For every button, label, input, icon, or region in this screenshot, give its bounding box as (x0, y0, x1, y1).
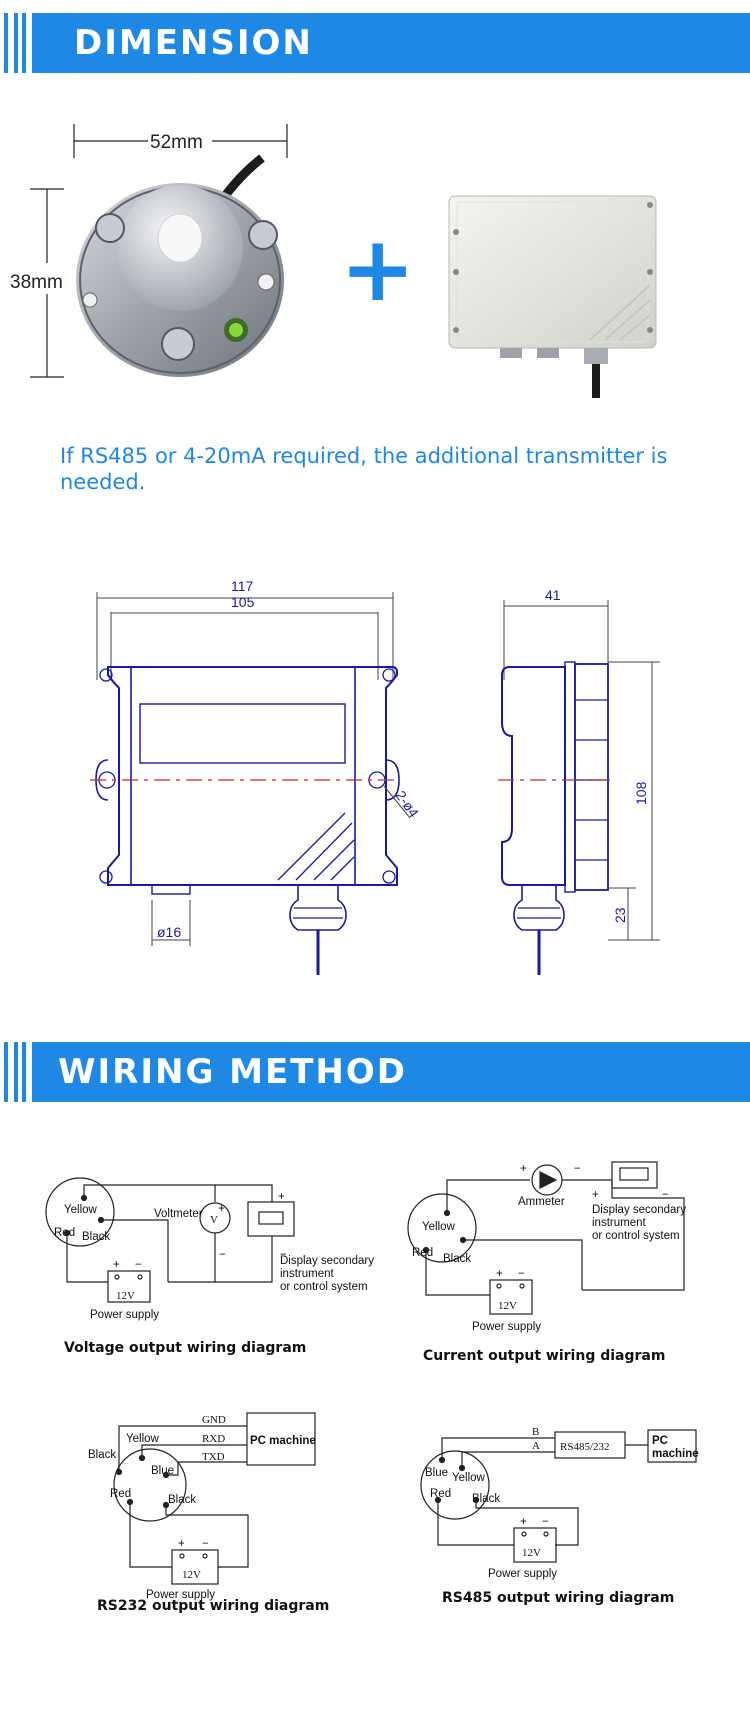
svg-text:−: − (135, 1259, 142, 1271)
svg-text:+: + (218, 1203, 225, 1215)
current-psu-label: Power supply (472, 1321, 541, 1333)
voltage-display-label-3: or control system (280, 1281, 368, 1293)
current-psu-voltage: 12V (498, 1300, 517, 1312)
current-yellow-label: Yellow (422, 1221, 456, 1233)
current-display-label-2: instrument (592, 1217, 646, 1229)
svg-text:−: − (574, 1163, 581, 1175)
rs232-yellow-label: Yellow (126, 1433, 160, 1445)
width-dimension: 52mm (73, 124, 288, 158)
svg-text:−: − (202, 1538, 209, 1550)
banner-stripe (22, 13, 26, 73)
wiring-banner: WIRING METHOD (0, 1042, 750, 1102)
svg-text:−: − (518, 1268, 525, 1280)
rs232-txd-label: TXD (202, 1451, 225, 1463)
svg-text:−: − (662, 1189, 669, 1201)
dim-105: 105 (231, 594, 255, 610)
width-label: 52mm (150, 132, 203, 153)
voltage-display-label-1: Display secondary (280, 1255, 374, 1267)
current-wiring-diagram (407, 1161, 685, 1315)
dimension-banner: DIMENSION (0, 13, 750, 73)
rs485-red-label: Red (430, 1488, 451, 1500)
dim-23: 23 (612, 907, 628, 923)
current-display-label-3: or control system (592, 1230, 680, 1242)
rs485-psu-voltage: 12V (522, 1547, 541, 1559)
banner-stripe (4, 13, 8, 73)
svg-text:−: − (280, 1249, 287, 1261)
banner-stripe (4, 1042, 8, 1102)
rs485-converter-label: RS485/232 (560, 1441, 610, 1453)
current-red-label: Red (412, 1247, 433, 1259)
ammeter-label: Ammeter (518, 1196, 565, 1208)
voltmeter-label: Voltmeter (154, 1208, 203, 1220)
height-dimension: 38mm (10, 188, 64, 378)
dim-108: 108 (633, 781, 649, 805)
rs485-psu-label: Power supply (488, 1568, 557, 1580)
transmitter-note: If RS485 or 4-20mA required, the additio… (60, 444, 668, 494)
banner-stripe (14, 13, 18, 73)
rs232-black2-label: Black (168, 1494, 196, 1506)
svg-text:+: + (278, 1191, 285, 1203)
rs485-caption: RS485 output wiring diagram (442, 1590, 675, 1606)
svg-text:+: + (113, 1259, 120, 1271)
rs232-psu-voltage: 12V (182, 1569, 201, 1581)
rs232-red-label: Red (110, 1488, 131, 1500)
sensor-photo (76, 154, 284, 377)
current-caption: Current output wiring diagram (423, 1348, 666, 1364)
voltmeter-symbol: V (210, 1214, 218, 1226)
voltage-red-label: Red (54, 1227, 75, 1239)
rs485-pc-label-2: machine (652, 1448, 699, 1460)
dim-hole: 2-ø4 (393, 788, 423, 821)
banner-bar (32, 13, 750, 73)
technical-drawing (90, 592, 660, 975)
voltage-psu-voltage: 12V (116, 1290, 135, 1302)
voltage-display-label-2: instrument (280, 1268, 334, 1280)
svg-text:+: + (592, 1189, 599, 1201)
rs232-gnd-label: GND (202, 1414, 226, 1426)
voltage-psu-label: Power supply (90, 1309, 159, 1321)
section-title-wiring: WIRING METHOD (58, 1052, 408, 1092)
svg-text:+: + (496, 1268, 503, 1280)
banner-stripe (14, 1042, 18, 1102)
voltage-caption: Voltage output wiring diagram (64, 1340, 307, 1356)
rs232-rxd-label: RXD (202, 1433, 225, 1445)
rs485-blue-label: Blue (425, 1467, 448, 1479)
current-display-label-1: Display secondary (592, 1204, 686, 1216)
rs485-a-label: A (532, 1440, 540, 1452)
banner-stripe (22, 1042, 26, 1102)
rs485-pc-label-1: PC (652, 1435, 668, 1447)
rs485-wiring-diagram (420, 1429, 697, 1563)
svg-text:−: − (219, 1249, 226, 1261)
svg-text:−: − (542, 1516, 549, 1528)
svg-text:+: + (520, 1516, 527, 1528)
dim-41: 41 (545, 587, 561, 603)
rs485-b-label: B (532, 1426, 539, 1438)
rs232-black1-label: Black (88, 1449, 116, 1461)
svg-text:+: + (178, 1538, 185, 1550)
rs485-yellow-label: Yellow (452, 1472, 486, 1484)
rs485-black-label: Black (472, 1493, 500, 1505)
banner-bar (32, 1042, 750, 1102)
rs232-wiring-diagram (113, 1412, 316, 1585)
rs232-caption: RS232 output wiring diagram (97, 1598, 330, 1614)
plus-icon: + (340, 217, 415, 322)
rs232-psu-label: Power supply (146, 1589, 215, 1601)
voltage-yellow-label: Yellow (64, 1204, 98, 1216)
section-title-dimension: DIMENSION (74, 23, 313, 63)
voltage-black-label: Black (82, 1231, 110, 1243)
height-label: 38mm (10, 272, 63, 293)
transmitter-photo (448, 195, 657, 398)
dim-16: ø16 (157, 924, 181, 940)
rs232-blue-label: Blue (151, 1465, 174, 1477)
dim-117: 117 (231, 578, 254, 594)
voltage-wiring-diagram (45, 1177, 295, 1303)
svg-text:+: + (520, 1163, 527, 1175)
rs232-pc-label: PC machine (250, 1435, 316, 1447)
current-black-label: Black (443, 1253, 471, 1265)
